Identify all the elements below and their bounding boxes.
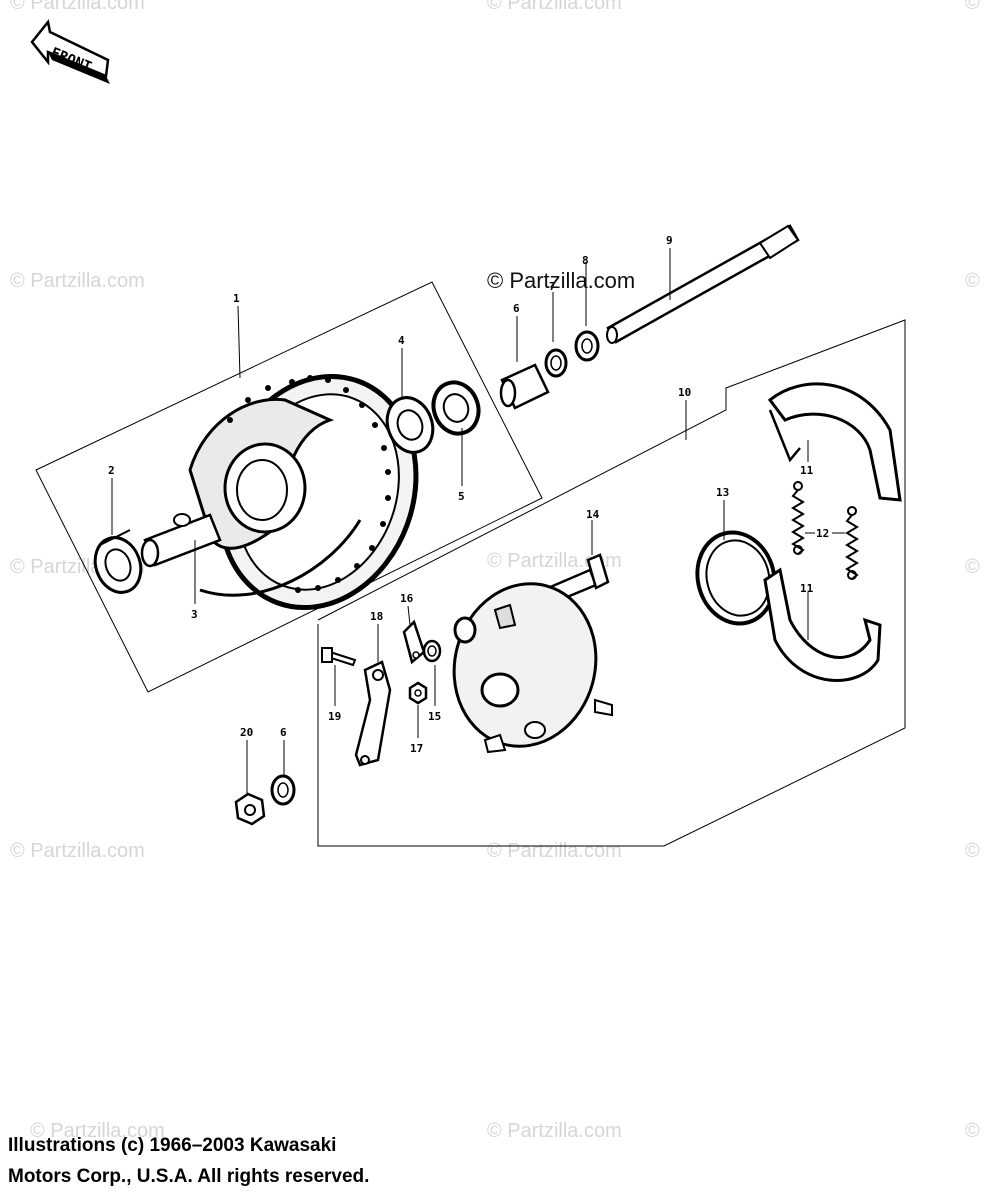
nut-drawing [408, 681, 428, 705]
watermark: © Partzilla.com [10, 0, 145, 14]
nut-drawing [234, 792, 266, 826]
front-arrow-icon: FRONT [30, 19, 110, 84]
leader-lines [111, 248, 845, 794]
bearing-drawing [93, 529, 143, 594]
brake-group-outline [317, 319, 906, 847]
washer-drawing [544, 348, 568, 378]
washer-drawing [270, 774, 296, 806]
callout-11: 11 [800, 582, 814, 595]
brake-shoe-drawing [767, 382, 902, 502]
watermark-edge: © [965, 840, 980, 862]
callout-3: 3 [191, 608, 198, 621]
watermark: © Partzilla.com [10, 840, 145, 862]
watermark: © Partzilla.com [10, 270, 145, 292]
seal-drawing [431, 380, 481, 436]
callout-2: 2 [108, 464, 115, 477]
callout-12: 12 [816, 527, 829, 540]
callout-4: 4 [398, 334, 405, 347]
watermark: © Partzilla.com [487, 0, 622, 14]
spacer-drawing [140, 513, 222, 568]
washer-drawing [422, 639, 442, 663]
callout-10: 10 [678, 386, 691, 399]
callout-labels: 1 2 3 4 5 6 7 8 9 10 11 12 13 14 11 15 1… [108, 234, 829, 755]
copyright-line-1: Illustrations (c) 1966–2003 Kawasaki [8, 1135, 337, 1156]
callout-1: 1 [233, 292, 240, 305]
callout-18: 18 [370, 610, 383, 623]
brake-panel-drawing [452, 582, 613, 754]
callout-20: 20 [240, 726, 253, 739]
callout-19: 19 [328, 710, 341, 723]
bolt-drawing [321, 647, 357, 667]
axle-drawing [606, 224, 800, 344]
callout-15: 15 [428, 710, 441, 723]
collar-drawing [499, 363, 550, 410]
watermark-edge: © [965, 270, 980, 292]
watermark-edge: © [965, 0, 980, 14]
watermark: © Partzilla.com [487, 550, 622, 572]
callout-16: 16 [400, 592, 414, 605]
washer-drawing [574, 330, 600, 362]
callout-11: 11 [800, 464, 814, 477]
callout-8-lower: 6 [280, 726, 287, 739]
callout-5: 5 [458, 490, 465, 503]
callout-13: 13 [716, 486, 729, 499]
lever-drawing [354, 660, 392, 767]
copyright-line-2: Motors Corp., U.S.A. All rights reserved… [8, 1166, 370, 1187]
watermark-edge: © [965, 556, 980, 578]
watermark: © Partzilla.com [30, 1120, 165, 1142]
hub-drawing [188, 373, 419, 611]
callout-7: 7 [549, 280, 556, 293]
hub-group-outline [35, 281, 543, 693]
indicator-drawing [402, 619, 426, 665]
callout-8: 8 [582, 254, 589, 267]
spring-drawing [791, 481, 859, 580]
watermark-edge: © [965, 1120, 980, 1142]
watermark-main: © Partzilla.com [487, 268, 636, 293]
callout-17: 17 [410, 742, 423, 755]
callout-9: 9 [666, 234, 673, 247]
callout-6: 6 [513, 302, 520, 315]
watermark: © Partzilla.com [487, 1120, 622, 1142]
brake-shoe-drawing [763, 567, 882, 682]
copyright-notice: Illustrations (c) 1966–2003 Kawasaki Mot… [8, 1130, 369, 1192]
callout-14: 14 [586, 508, 600, 521]
bearing-drawing [385, 396, 435, 454]
